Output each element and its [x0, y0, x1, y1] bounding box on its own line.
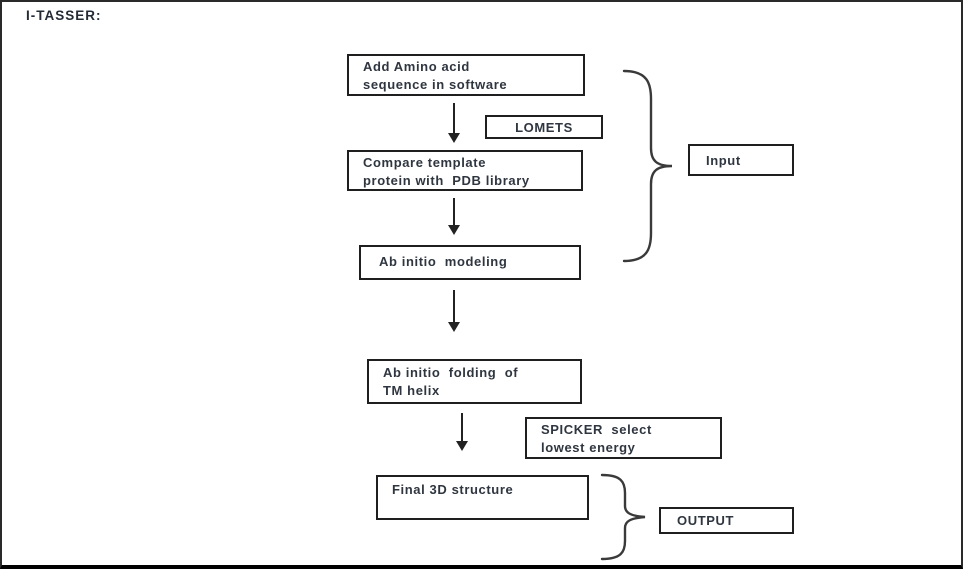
arrow-head	[456, 441, 468, 451]
flow-box-ab-initio-folding: Ab initio folding of TM helix	[367, 359, 582, 404]
arrow-shaft	[453, 103, 455, 133]
arrow-shaft	[453, 198, 455, 225]
flow-box-add-amino-acid: Add Amino acid sequence in software	[347, 54, 585, 96]
flow-box-lomets: LOMETS	[485, 115, 603, 139]
curly-brace-input-icon	[620, 68, 676, 264]
arrow-down-icon	[448, 290, 460, 332]
arrow-down-icon	[448, 198, 460, 235]
label-box-input: Input	[688, 144, 794, 176]
flow-box-compare-template: Compare template protein with PDB librar…	[347, 150, 583, 191]
flow-box-ab-initio-modeling: Ab initio modeling	[359, 245, 581, 280]
arrow-head	[448, 133, 460, 143]
arrow-head	[448, 225, 460, 235]
curly-brace-output-icon	[598, 472, 650, 562]
arrow-shaft	[453, 290, 455, 322]
diagram-title: I-TASSER:	[26, 8, 102, 23]
arrow-down-icon	[448, 103, 460, 143]
arrow-down-icon	[456, 413, 468, 451]
label-box-output: OUTPUT	[659, 507, 794, 534]
arrow-head	[448, 322, 460, 332]
flow-box-final-3d-structure: Final 3D structure	[376, 475, 589, 520]
arrow-shaft	[461, 413, 463, 441]
flow-box-spicker: SPICKER select lowest energy	[525, 417, 722, 459]
